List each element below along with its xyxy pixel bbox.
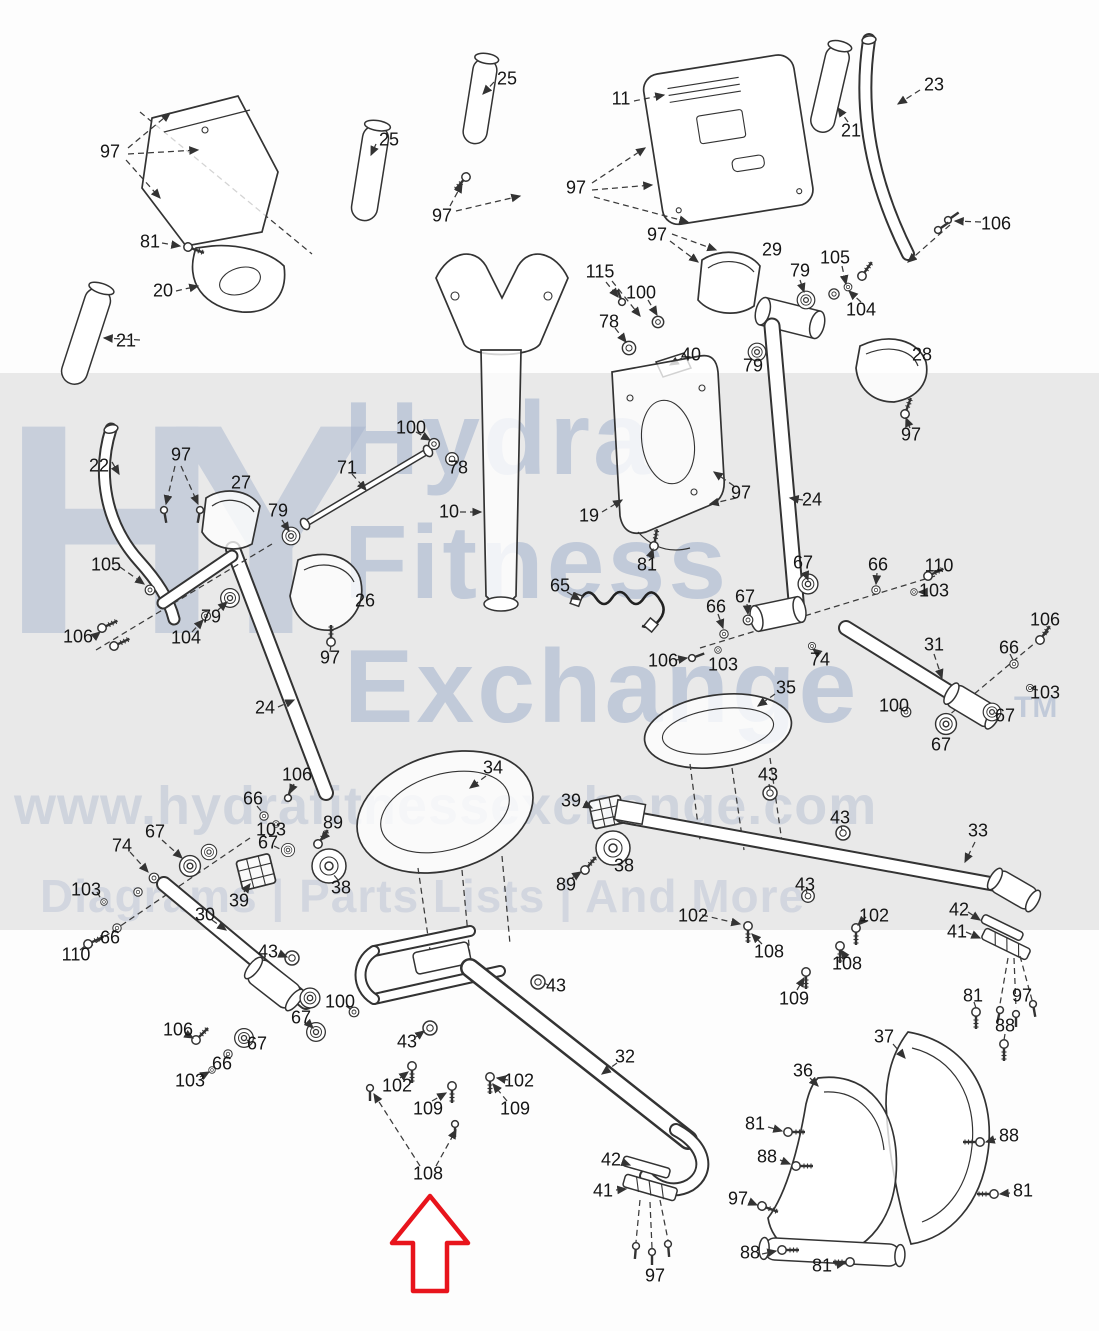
grips-25 [350, 52, 522, 222]
rail-32 [303, 925, 710, 1197]
right-linkage-assembly [675, 563, 1055, 736]
left-handlebar-assembly [90, 422, 363, 653]
shield-assembly [747, 1031, 1011, 1270]
grip-21-left [60, 281, 115, 385]
console-assembly [591, 54, 814, 226]
front-post-assembly [60, 95, 313, 385]
center-pedal-plates [615, 1155, 678, 1267]
left-rail-30-cluster [79, 837, 321, 1081]
right-pivot-assembly [669, 233, 928, 429]
arm-24-left [225, 541, 334, 801]
shroud-19 [601, 354, 737, 559]
pedal-loop-35 [643, 693, 793, 851]
left-roller-cluster [235, 783, 347, 894]
pedal-loop-34 [356, 750, 534, 957]
upright-post [435, 253, 569, 612]
rail-33 [613, 798, 1042, 991]
right-roller-cluster [571, 783, 851, 903]
highlight-arrow [389, 1193, 471, 1294]
watermark-tm: TM [1014, 691, 1058, 724]
right-pedal-plates [965, 911, 1040, 1063]
arm-24-right [763, 317, 806, 621]
axle-71 [299, 431, 459, 531]
wire-harness-65 [566, 590, 665, 634]
right-handlebar-assembly [810, 33, 982, 263]
